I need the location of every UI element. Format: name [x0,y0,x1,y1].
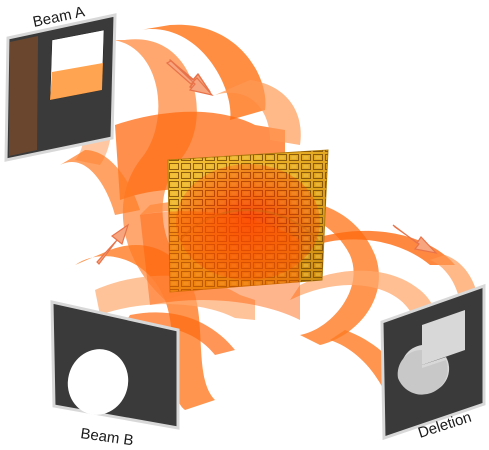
beam-a-panel [4,13,117,162]
beam-b-panel [50,300,180,430]
beam-b-circle [67,349,129,415]
beam-b-label: Beam B [79,425,134,449]
deletion-square [422,310,465,365]
beam-spot [176,164,320,280]
arrow-output [392,224,438,254]
metasurface [167,149,329,293]
foreground-wave [140,211,300,320]
arrow-beam-b-in [96,223,130,265]
arrow-beam-a-in [165,59,214,96]
deletion-panel [380,283,486,441]
